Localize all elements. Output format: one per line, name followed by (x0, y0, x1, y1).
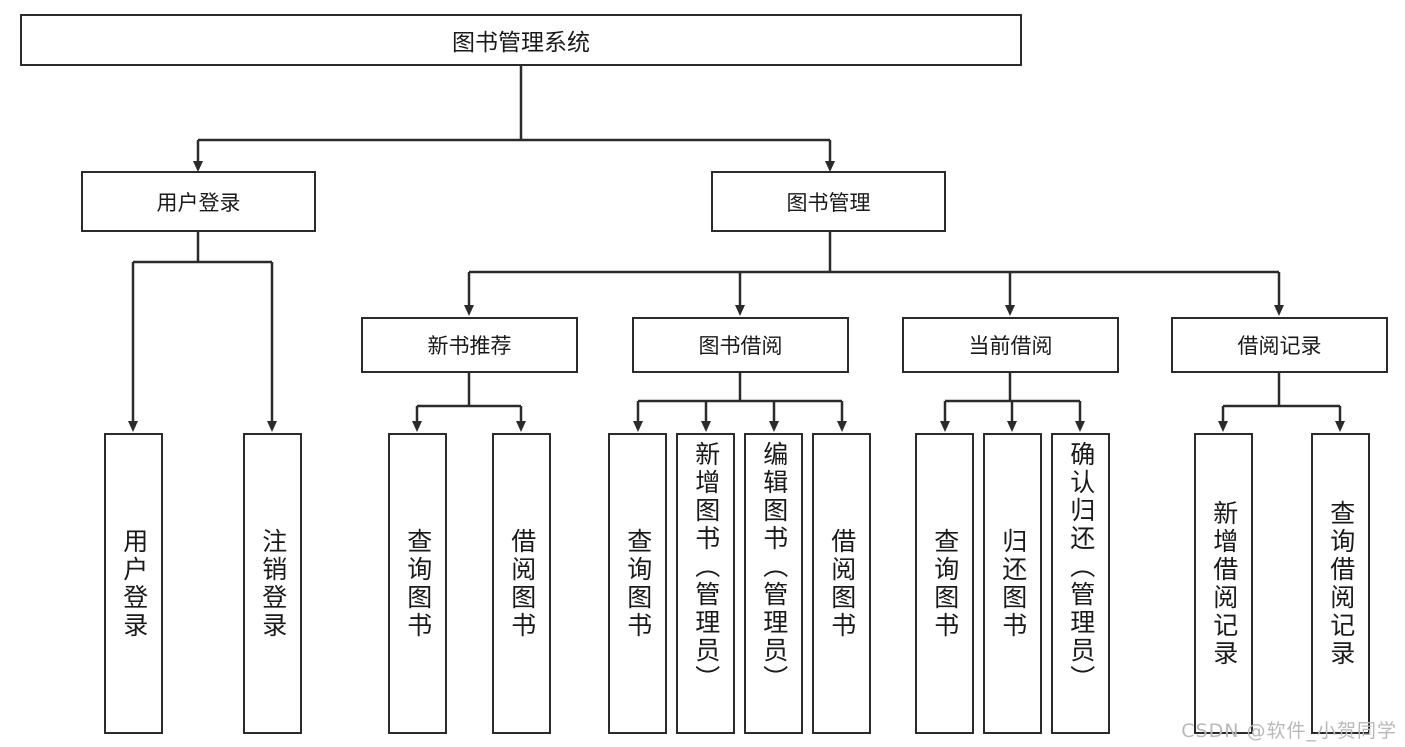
leaf-label: 借阅图书 (827, 527, 857, 640)
node-current-borrow[interactable]: 当前借阅 (902, 317, 1119, 373)
leaf-label: 用户登录 (119, 527, 149, 640)
node-leaf-add-record[interactable]: 新增借阅记录 (1194, 433, 1253, 734)
leaf-label: 查询图书 (623, 527, 653, 640)
node-leaf-query-record[interactable]: 查询借阅记录 (1311, 433, 1370, 734)
node-book-manage-label: 图书管理 (786, 190, 871, 215)
node-borrow-record-label: 借阅记录 (1237, 334, 1322, 358)
node-borrow-record[interactable]: 借阅记录 (1171, 317, 1388, 373)
node-new-book-recommend-label: 新书推荐 (427, 334, 512, 358)
node-leaf-edit-book[interactable]: 编辑图书（管理员） (744, 433, 803, 734)
node-root[interactable]: 图书管理系统 (20, 14, 1022, 66)
leaf-label: 编辑图书（管理员） (759, 441, 789, 693)
node-leaf-user-login[interactable]: 用户登录 (104, 433, 163, 734)
node-book-borrow[interactable]: 图书借阅 (632, 317, 849, 373)
node-leaf-borrow-book-2[interactable]: 借阅图书 (812, 433, 871, 734)
node-leaf-query-book-1[interactable]: 查询图书 (388, 433, 447, 734)
leaf-label: 新增图书（管理员） (691, 441, 721, 693)
node-current-borrow-label: 当前借阅 (968, 334, 1053, 358)
leaf-label: 新增借阅记录 (1209, 499, 1239, 668)
watermark: CSDN @软件_小贺同学 (1181, 720, 1397, 742)
node-new-book-recommend[interactable]: 新书推荐 (361, 317, 578, 373)
leaf-label: 归还图书 (998, 527, 1028, 640)
leaf-label: 查询图书 (930, 527, 960, 640)
node-leaf-user-logout[interactable]: 注销登录 (243, 433, 302, 734)
node-leaf-query-book-3[interactable]: 查询图书 (915, 433, 974, 734)
node-leaf-confirm-return[interactable]: 确认归还（管理员） (1051, 433, 1110, 734)
node-book-borrow-label: 图书借阅 (698, 334, 783, 358)
leaf-label: 查询图书 (403, 527, 433, 640)
node-book-manage[interactable]: 图书管理 (711, 171, 946, 232)
node-user-login[interactable]: 用户登录 (81, 171, 316, 232)
node-leaf-borrow-book-1[interactable]: 借阅图书 (492, 433, 551, 734)
node-leaf-query-book-2[interactable]: 查询图书 (608, 433, 667, 734)
node-root-label: 图书管理系统 (452, 30, 590, 56)
node-leaf-add-book[interactable]: 新增图书（管理员） (676, 433, 735, 734)
leaf-label: 注销登录 (258, 527, 288, 640)
leaf-label: 查询借阅记录 (1326, 499, 1356, 668)
leaf-label: 确认归还（管理员） (1066, 441, 1096, 693)
node-user-login-label: 用户登录 (156, 190, 241, 215)
node-leaf-return-book[interactable]: 归还图书 (983, 433, 1042, 734)
leaf-label: 借阅图书 (507, 527, 537, 640)
